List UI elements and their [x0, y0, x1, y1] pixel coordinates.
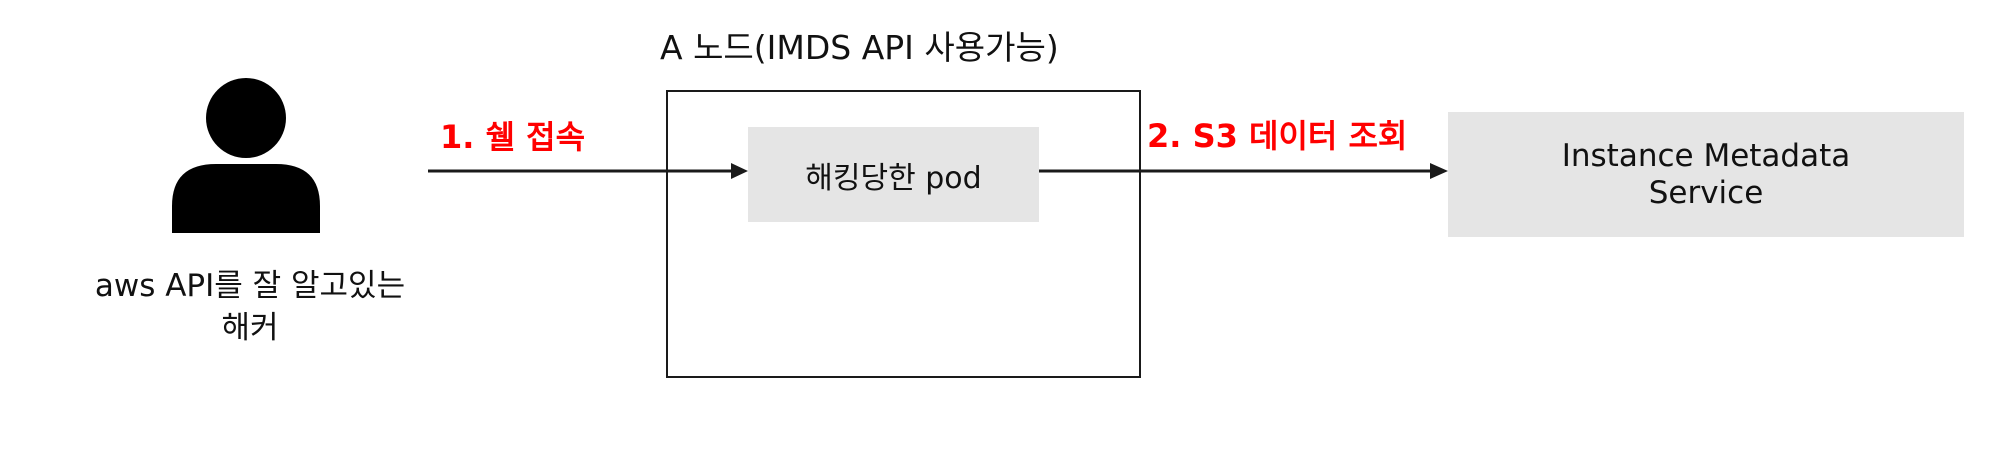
step-1-label: 1. 쉘 접속 — [440, 118, 586, 156]
imds-label: Instance Metadata Service — [1561, 137, 1851, 211]
pod-box: 해킹당한 pod — [748, 127, 1039, 222]
arrow-pod-to-imds — [1039, 163, 1448, 179]
person-icon — [172, 78, 320, 233]
hacker-label: aws API를 잘 알고있는 해커 — [94, 268, 406, 346]
imds-box: Instance Metadata Service — [1448, 112, 1964, 237]
node-box — [666, 90, 1141, 378]
step-2-label: 2. S3 데이터 조회 — [1147, 117, 1408, 155]
node-title: A 노드(IMDS API 사용가능) — [660, 28, 1059, 67]
pod-label: 해킹당한 pod — [805, 160, 982, 196]
arrow-hacker-to-pod — [428, 163, 748, 179]
